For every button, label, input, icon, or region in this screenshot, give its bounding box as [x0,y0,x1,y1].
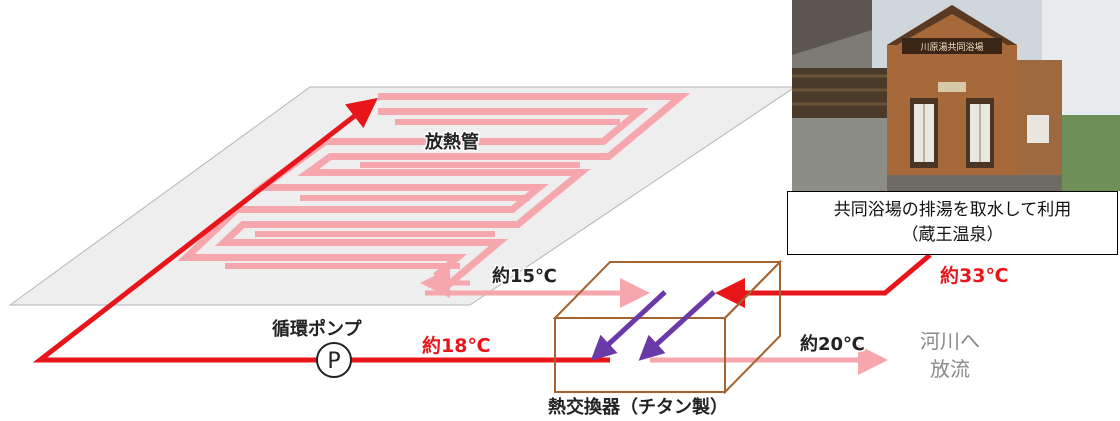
temp-hot-in-label: 約33℃ [940,264,1008,287]
pump-symbol [316,342,352,378]
heat-exchanger-label: 熱交換器（チタン製） [548,396,728,418]
supply-pipe [32,97,610,363]
heat-transfer-arrow-1 [590,290,667,361]
heat-transfer-arrow-2 [638,290,716,361]
caption-line2: （蔵王温泉） [901,225,1004,245]
radiator-inner-turns [225,119,620,269]
radiator-pipe-gaps [194,100,672,286]
temp-outflow-label: 約20℃ [800,333,865,355]
caption-line1: 共同浴場の排湯を取水して利用 [833,200,1072,220]
bathhouse-sign: 川原湯共同浴場 [920,41,983,53]
river-label-line2: 放流 [930,357,970,381]
temp-supply-label: 約18℃ [422,334,490,357]
photo-caption: 共同浴場の排湯を取水して利用 （蔵王温泉） [787,191,1118,255]
pump-letter: P [327,349,340,374]
pump-label: 循環ポンプ [272,318,362,340]
river-label-line1: 河川へ [920,329,980,353]
bathhouse-photo: 川原湯共同浴場 [792,0,1120,191]
heat-exchanger-box [552,259,783,395]
temp-return-label: 約15℃ [492,265,557,287]
hot-water-inlet [715,253,932,308]
radiator-pipe-label: 放熱管 [424,131,479,153]
